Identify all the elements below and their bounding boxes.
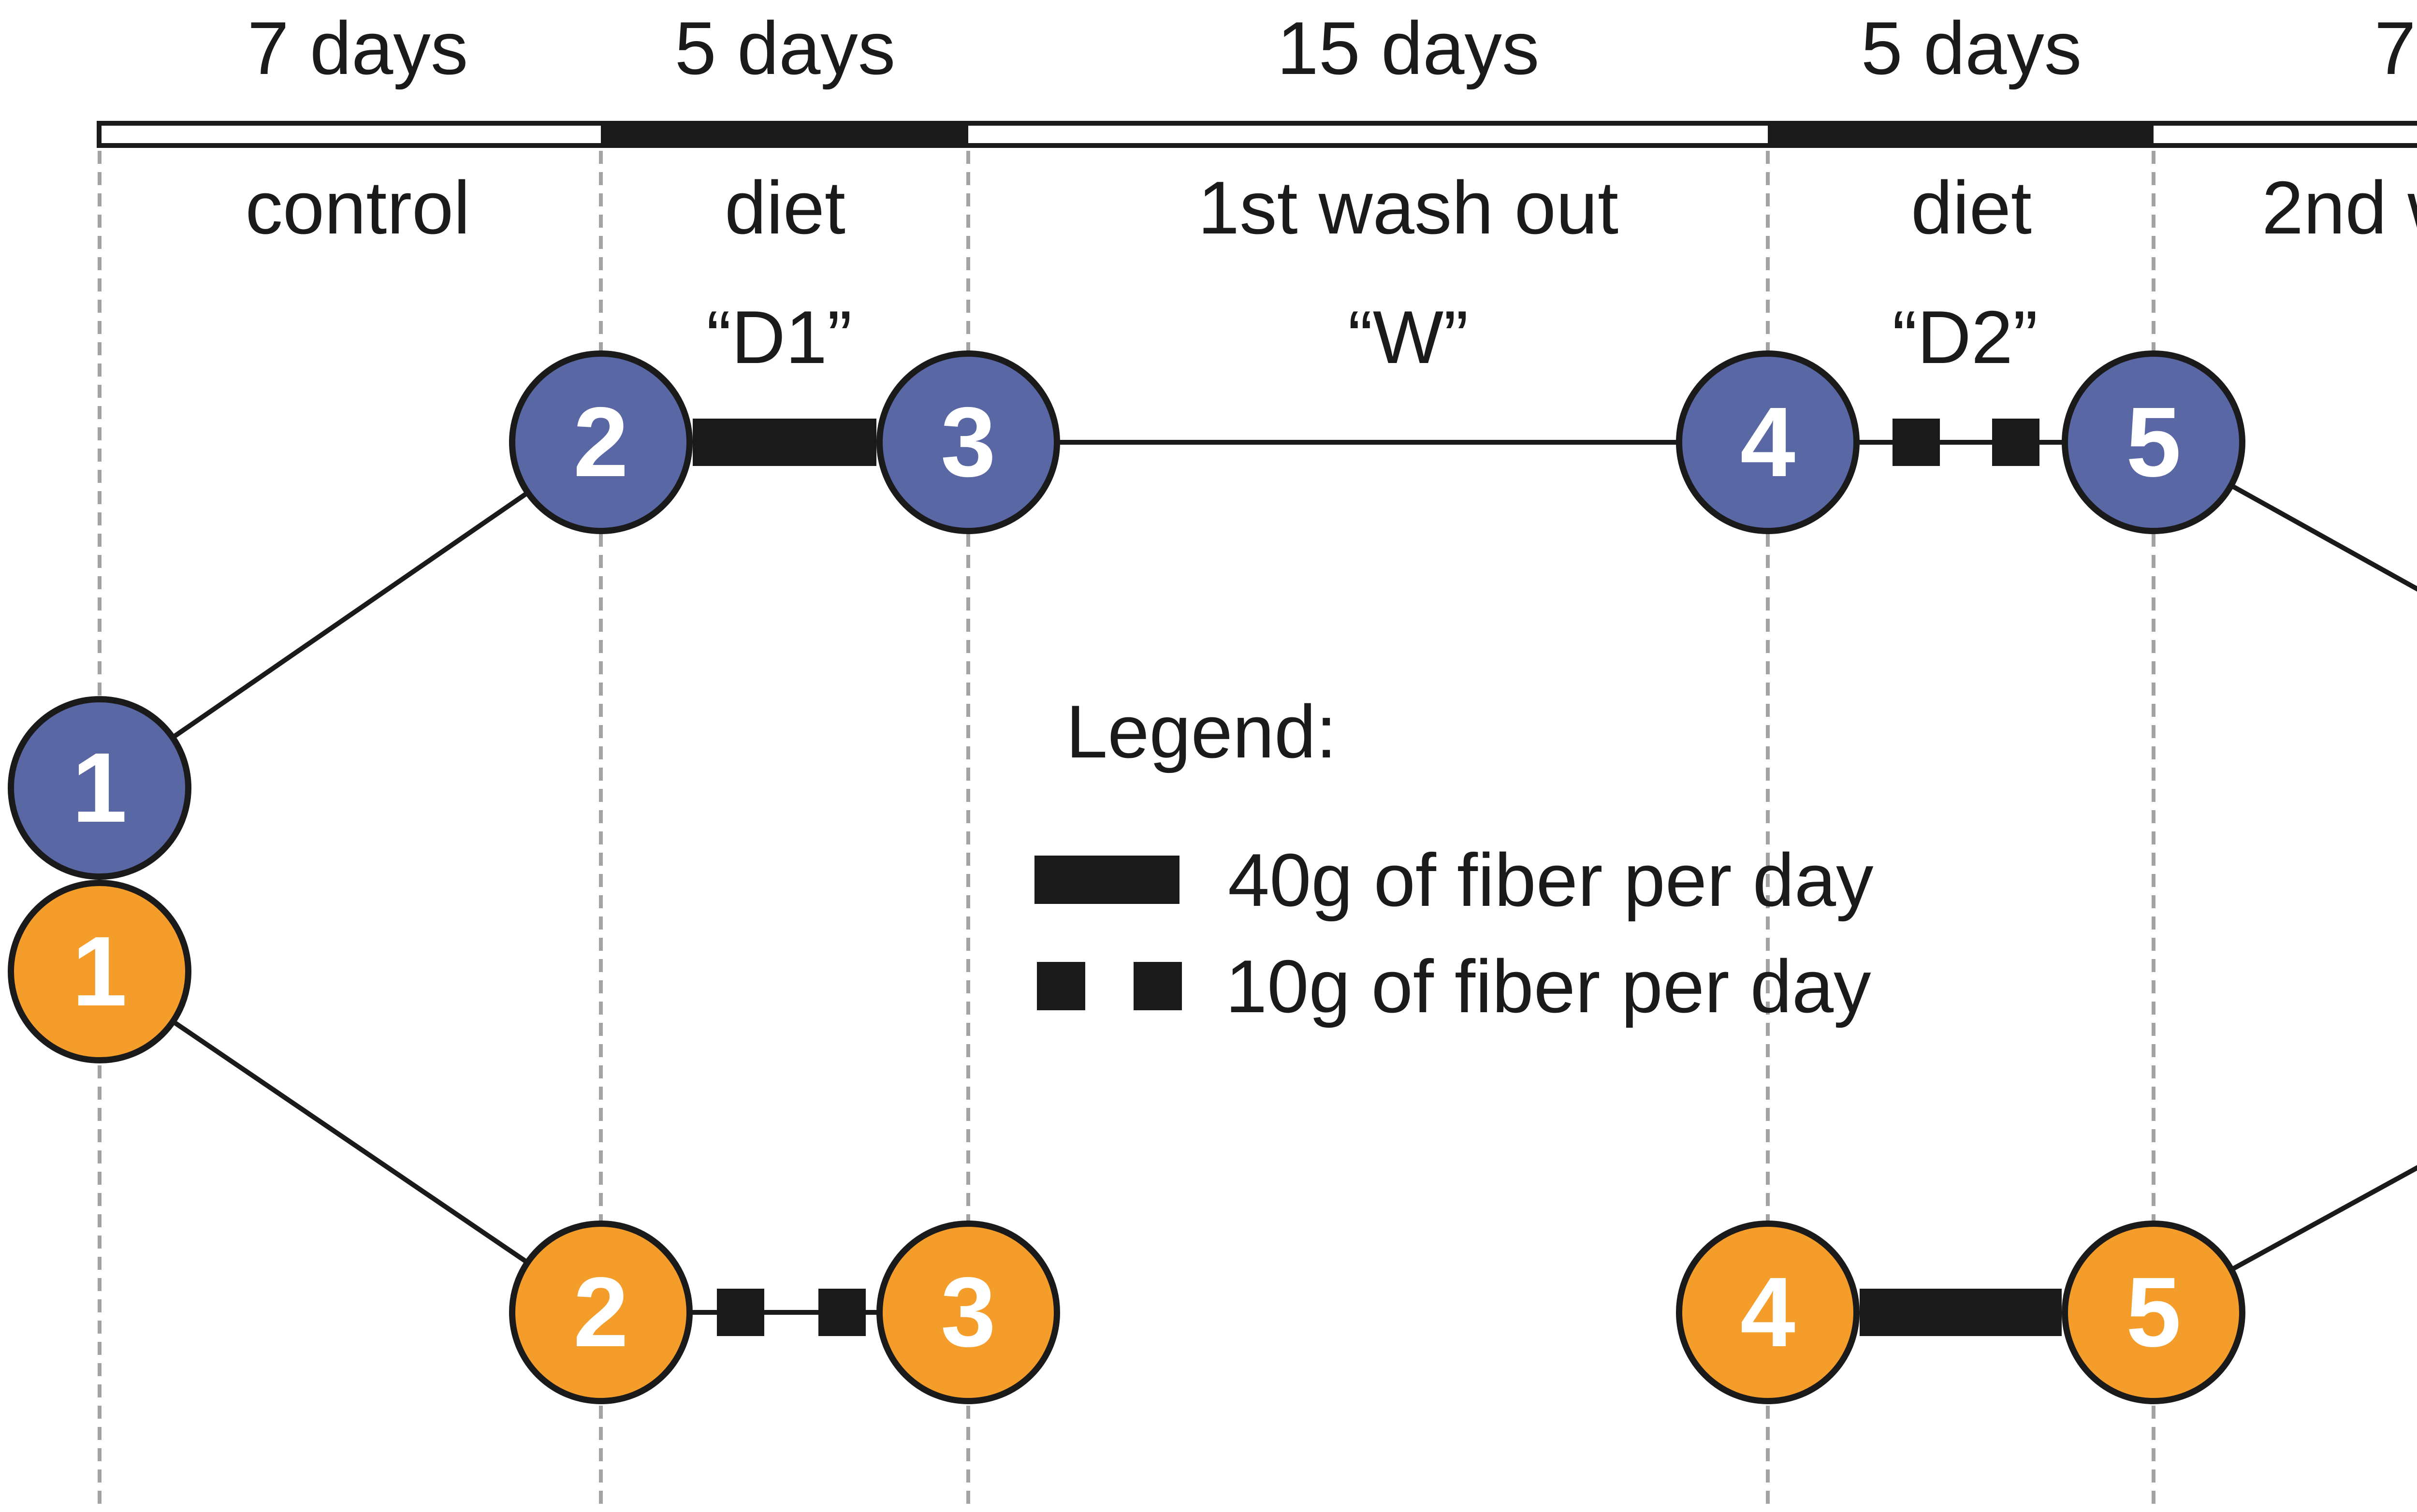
phase-boundary-line-4: [1766, 151, 1770, 1509]
period-code-d2: “D2”: [1892, 295, 2038, 379]
phase-boundary-line-3: [966, 151, 970, 1509]
visit-number: 5: [2126, 1257, 2181, 1367]
fiber-10g-square-blue-d2-b: [1992, 419, 2039, 466]
visit-number: 3: [940, 387, 996, 497]
fiber-10g-square-orange-d1-a: [717, 1289, 764, 1336]
visit-node-blue-5: 5: [2062, 350, 2245, 534]
visit-node-orange-2: 2: [509, 1221, 693, 1404]
visit-number: 2: [573, 1257, 628, 1367]
visit-number: 4: [1740, 387, 1795, 497]
visit-node-blue-1: 1: [8, 696, 191, 880]
dashed-bar-swatch-icon: [1134, 962, 1182, 1010]
dashed-bar-swatch-icon: [1037, 962, 1085, 1010]
visit-node-blue-3: 3: [876, 350, 1060, 534]
duration-label-washout1: 15 days: [1277, 6, 1540, 90]
visit-number: 1: [72, 732, 127, 843]
visit-number: 3: [940, 1257, 996, 1367]
duration-label-diet2: 5 days: [1861, 6, 2082, 90]
phase-label-diet2: diet: [1911, 166, 2032, 249]
legend-label-10g: 10g of fiber per day: [1225, 944, 1871, 1028]
fiber-10g-square-blue-d2-a: [1893, 419, 1940, 466]
phase-boundary-line-5: [2152, 151, 2155, 1509]
visit-node-blue-4: 4: [1676, 350, 1860, 534]
visit-number: 5: [2126, 387, 2181, 497]
legend-item-10g: 10g of fiber per day: [1037, 949, 1871, 1024]
visit-number: 2: [573, 387, 628, 497]
connector-blue-3-4: [968, 440, 1768, 445]
connector-blue-4-5: [1768, 440, 2154, 445]
phase-label-washout1: 1st wash out: [1197, 166, 1619, 249]
visit-node-orange-3: 3: [876, 1221, 1060, 1404]
phase-boundary-line-2: [599, 151, 603, 1509]
duration-label-washout2: 7 days: [2374, 6, 2417, 90]
solid-bar-swatch-icon: [1034, 856, 1179, 904]
fiber-40g-bar-orange-d2: [1860, 1289, 2062, 1336]
diet-period-fill-2: [1768, 121, 2154, 148]
visit-number: 4: [1740, 1257, 1795, 1367]
visit-node-orange-1: 1: [8, 880, 191, 1063]
connector-orange-2-3: [601, 1310, 968, 1315]
period-code-d1: “D1”: [706, 295, 852, 379]
legend-item-40g: 40g of fiber per day: [1034, 843, 1874, 917]
legend-title: Legend:: [1066, 690, 1337, 773]
fiber-40g-bar-blue-d1: [693, 419, 876, 466]
fiber-10g-square-orange-d1-b: [818, 1289, 866, 1336]
visit-node-orange-5: 5: [2062, 1221, 2245, 1404]
diet-period-fill-1: [601, 121, 968, 148]
phase-label-diet1: diet: [725, 166, 845, 249]
visit-node-blue-2: 2: [509, 350, 693, 534]
period-code-w: “W”: [1348, 295, 1469, 379]
phase-label-washout2: 2nd wash out: [2261, 166, 2417, 249]
phase-label-control: control: [245, 166, 470, 249]
duration-label-diet1: 5 days: [674, 6, 896, 90]
legend-label-40g: 40g of fiber per day: [1228, 838, 1874, 922]
visit-number: 1: [72, 916, 127, 1027]
visit-node-orange-4: 4: [1676, 1221, 1860, 1404]
duration-label-control: 7 days: [247, 6, 468, 90]
